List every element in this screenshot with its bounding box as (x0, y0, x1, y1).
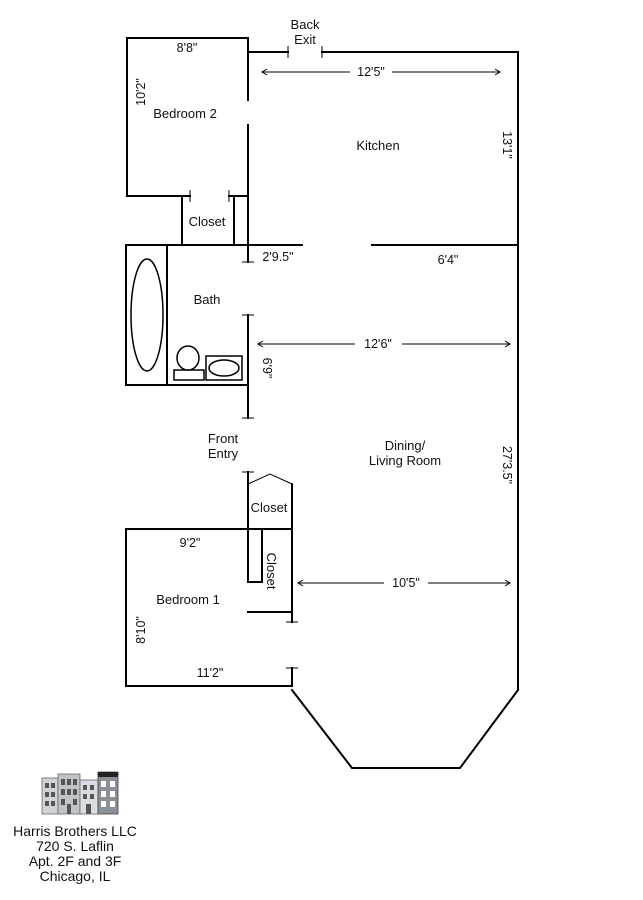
walls (125, 37, 520, 769)
company-name: Harris Brothers LLC (13, 823, 137, 839)
room-label-bedroom-2: Bedroom 2 (153, 106, 217, 121)
dim-living-width: 12'6" (364, 337, 392, 351)
dim-bedroom2-depth: 10'2" (134, 78, 148, 106)
company-info: Harris Brothers LLC 720 S. Laflin Apt. 2… (0, 824, 150, 884)
building-row-icon (41, 771, 119, 815)
dim-bedroom2-width: 8'8" (177, 41, 198, 55)
front-entry-label-line2: Entry (208, 446, 239, 461)
dim-bath-height: 6'9" (260, 358, 274, 379)
room-label-dining: Dining/ (385, 438, 426, 453)
company-address: 720 S. Laflin (36, 838, 114, 854)
room-label-closet-bedroom-1: Closet (264, 553, 279, 590)
front-entry-label-line1: Front (208, 431, 239, 446)
dim-bedroom1-width-bottom: 11'2" (197, 666, 224, 680)
room-label-living-room: Living Room (369, 453, 441, 468)
room-label-bath: Bath (194, 292, 221, 307)
sink-basin-icon (208, 359, 240, 377)
back-exit-label-line2: Exit (294, 32, 316, 47)
dim-bedroom1-width-top: 9'2" (180, 536, 201, 550)
room-label-bedroom-1: Bedroom 1 (156, 592, 220, 607)
toilet-tank-icon (173, 369, 205, 381)
toilet-bowl-icon (176, 345, 200, 371)
bath-fixtures (130, 258, 243, 381)
dim-bedroom1-depth: 8'10" (134, 616, 148, 644)
dim-bath-opening: 2'9.5" (262, 250, 293, 264)
dimension-lines (257, 68, 511, 587)
company-unit: Apt. 2F and 3F (28, 853, 122, 869)
room-label-kitchen: Kitchen (356, 138, 399, 153)
back-exit-label-line1: Back (291, 17, 320, 32)
company-city: Chicago, IL (39, 868, 111, 884)
room-label-closet-top: Closet (189, 214, 226, 229)
dim-kitchen-depth: 13'1" (500, 131, 514, 159)
dim-kitchen-wall-segment: 6'4" (438, 253, 459, 267)
bathtub-icon (130, 258, 164, 372)
dim-kitchen-width: 12'5" (357, 65, 385, 79)
dim-bedroom1-closet-to-wall: 10'5" (392, 576, 420, 590)
room-label-closet-mid: Closet (251, 500, 288, 515)
dim-living-depth: 27'3.5" (500, 446, 514, 484)
